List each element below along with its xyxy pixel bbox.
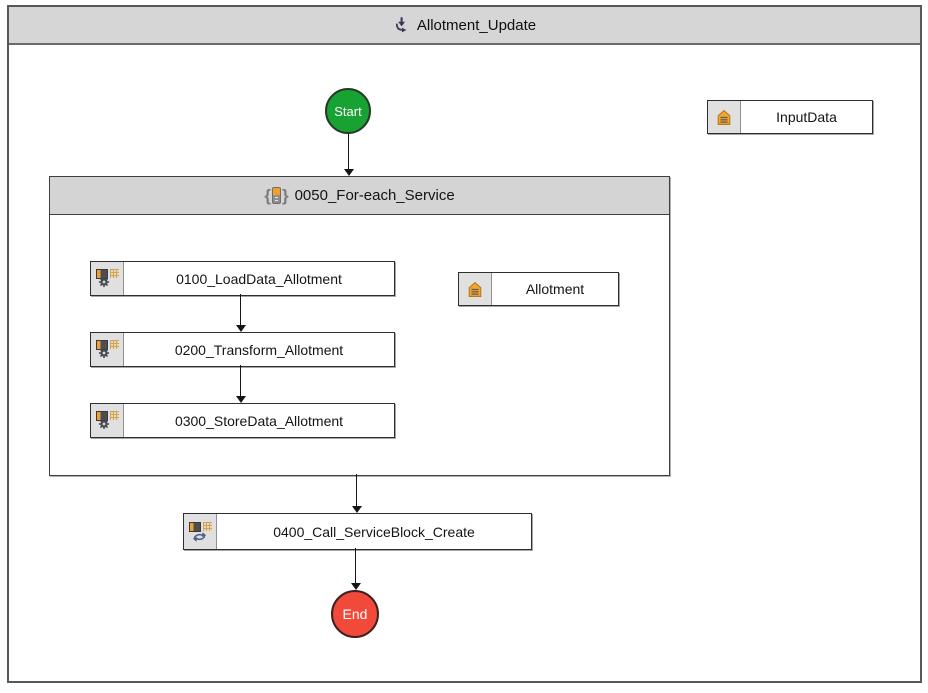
workflow-title: Allotment_Update	[416, 16, 537, 34]
arrow-shaft	[240, 294, 241, 325]
task-call-serviceblock-create[interactable]: 0400_Call_ServiceBlock_Create	[183, 513, 532, 550]
datastore-inputdata[interactable]: InputData	[707, 100, 873, 134]
gear-icon	[98, 276, 109, 287]
connector-arrow[interactable]	[350, 548, 361, 590]
transform-icon	[95, 339, 119, 360]
arrow-head	[235, 325, 246, 332]
start-node[interactable]: Start	[325, 88, 371, 134]
transform-icon	[95, 410, 119, 431]
task-icon-cell	[91, 333, 124, 366]
loop-label: 0050_For-each_Service	[294, 187, 455, 204]
arrow-shaft	[348, 134, 349, 169]
loop-icon: {}	[264, 186, 289, 205]
task-label: 0400_Call_ServiceBlock_Create	[273, 523, 475, 540]
end-node-label: End	[342, 606, 368, 622]
gear-icon	[98, 418, 109, 429]
loop-container[interactable]: {} 0050_For-each_Service	[49, 176, 670, 476]
arrow-shaft	[356, 474, 357, 506]
arrow-head	[350, 583, 361, 590]
workflow-titlebar: Allotment_Update	[9, 7, 920, 45]
task-label: 0200_Transform_Allotment	[174, 341, 344, 358]
circular-arrows-icon	[192, 531, 206, 542]
datastore-label: InputData	[776, 109, 837, 125]
task-icon-cell	[91, 404, 124, 437]
arrow-shaft	[240, 365, 241, 396]
datastore-label: Allotment	[525, 281, 585, 297]
datastore-allotment[interactable]: Allotment	[458, 272, 619, 306]
datastore-icon-cell	[708, 101, 741, 133]
arrow-shaft	[355, 548, 356, 583]
gear-icon	[98, 347, 109, 358]
connector-arrow[interactable]	[235, 294, 246, 332]
call-service-icon	[188, 521, 212, 542]
task-label: 0100_LoadData_Allotment	[176, 270, 342, 287]
connector-arrow[interactable]	[351, 474, 362, 513]
task-storedata-allotment[interactable]: 0300_StoreData_Allotment	[90, 403, 395, 438]
datastore-icon	[468, 281, 482, 297]
workflow-icon	[395, 17, 407, 33]
loop-header[interactable]: {} 0050_For-each_Service	[50, 177, 669, 215]
end-node[interactable]: End	[331, 590, 379, 638]
datastore-icon	[717, 109, 731, 125]
task-icon-cell	[91, 262, 124, 295]
transform-icon	[95, 268, 119, 289]
task-loaddata-allotment[interactable]: 0100_LoadData_Allotment	[90, 261, 395, 296]
connector-arrow[interactable]	[343, 134, 354, 176]
arrow-head	[343, 169, 354, 176]
arrow-head	[235, 396, 246, 403]
arrow-head	[351, 506, 362, 513]
task-icon-cell	[184, 514, 217, 549]
connector-arrow[interactable]	[235, 365, 246, 403]
datastore-icon-cell	[459, 273, 492, 305]
task-transform-allotment[interactable]: 0200_Transform_Allotment	[90, 332, 395, 367]
start-node-label: Start	[334, 103, 362, 119]
task-label: 0300_StoreData_Allotment	[174, 412, 344, 429]
